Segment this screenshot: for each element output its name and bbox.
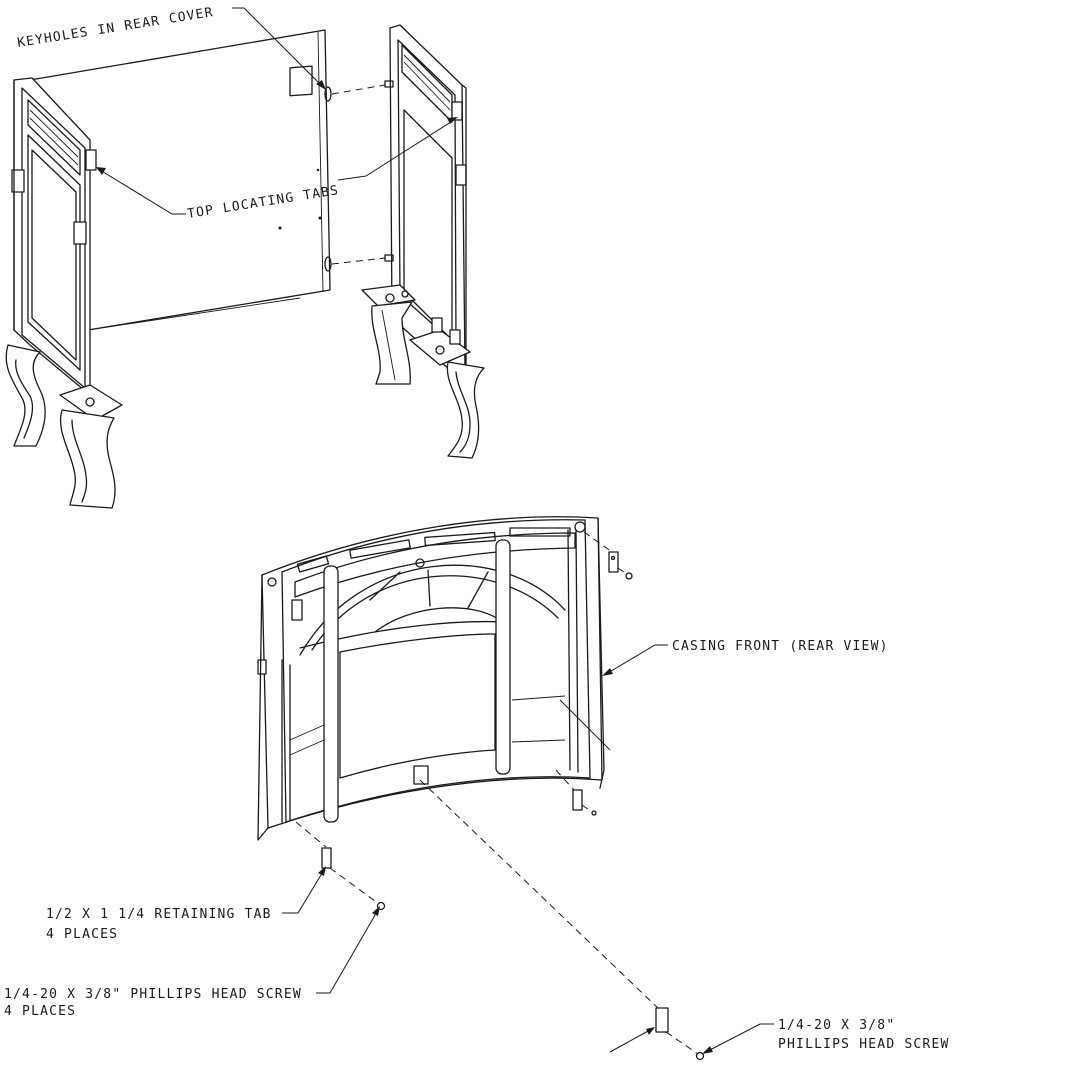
label-casing-front: CASING FRONT (REAR VIEW) bbox=[602, 639, 889, 676]
label-screw-4-places: 1/4-20 X 3/8" PHILLIPS HEAD SCREW 4 PLAC… bbox=[4, 906, 380, 1019]
label-screw-4-places-line2: 4 PLACES bbox=[4, 1004, 76, 1019]
retaining-tab-lower-right bbox=[555, 769, 597, 816]
keyhole-lower bbox=[324, 256, 332, 272]
left-front-leg bbox=[5, 344, 46, 447]
label-retaining-tab: 1/2 X 1 1/4 RETAINING TAB 4 PLACES bbox=[46, 866, 326, 942]
label-keyholes-text: KEYHOLES IN REAR COVER bbox=[16, 5, 214, 51]
right-front-leg bbox=[409, 317, 485, 459]
label-retaining-tab-line1: 1/2 X 1 1/4 RETAINING TAB bbox=[46, 907, 272, 922]
label-screw-single-line1: 1/4-20 X 3/8" bbox=[778, 1018, 895, 1033]
label-screw-4-places-line1: 1/4-20 X 3/8" PHILLIPS HEAD SCREW bbox=[4, 987, 302, 1002]
right-rear-leg bbox=[361, 284, 416, 385]
bottom-tab-arrow bbox=[609, 1027, 655, 1053]
label-casing-front-text: CASING FRONT (REAR VIEW) bbox=[672, 639, 889, 654]
keyhole-upper bbox=[324, 86, 332, 102]
screw-upper-right bbox=[625, 572, 633, 580]
retaining-tab-upper-right bbox=[583, 531, 628, 575]
screw-bottom bbox=[695, 1051, 705, 1061]
casing-front bbox=[257, 516, 611, 841]
upper-pin bbox=[331, 80, 394, 95]
label-screw-single: 1/4-20 X 3/8" PHILLIPS HEAD SCREW bbox=[702, 1018, 950, 1054]
label-screw-single-line2: PHILLIPS HEAD SCREW bbox=[778, 1037, 950, 1052]
retaining-tab-bottom bbox=[419, 779, 699, 1055]
lower-pin bbox=[331, 254, 394, 265]
left-rear-leg bbox=[59, 384, 123, 509]
label-retaining-tab-line2: 4 PLACES bbox=[46, 927, 118, 942]
retaining-tab-lower-left bbox=[295, 821, 380, 905]
